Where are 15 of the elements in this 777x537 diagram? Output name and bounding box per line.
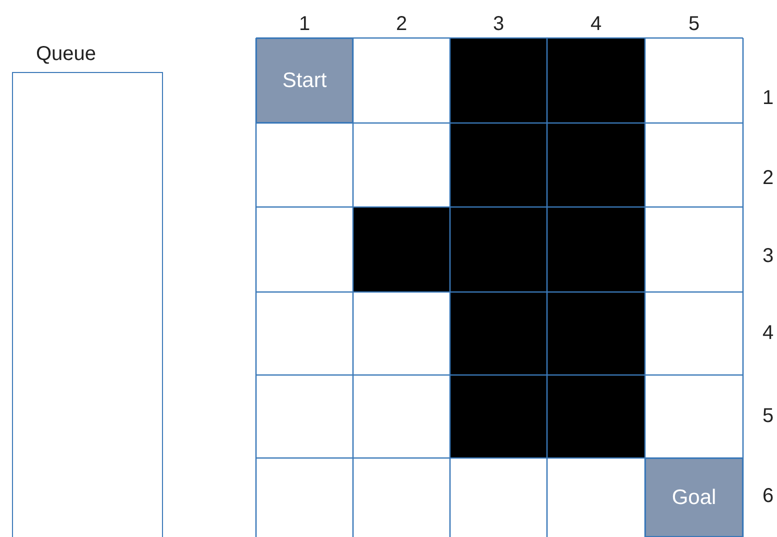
row-number: 2	[762, 168, 774, 188]
goal-cell: Goal	[645, 458, 743, 537]
row-number: 4	[762, 323, 774, 343]
column-number: 1	[298, 14, 310, 34]
column-number: 2	[396, 14, 408, 34]
queue-heading: Queue	[36, 44, 96, 64]
column-number: 4	[590, 14, 602, 34]
queue-box	[12, 72, 163, 537]
column-number: 5	[688, 14, 700, 34]
row-number: 1	[762, 88, 774, 108]
row-number: 6	[762, 486, 774, 506]
start-cell: Start	[256, 38, 353, 123]
row-number: 5	[762, 406, 774, 426]
column-number: 3	[492, 14, 504, 34]
row-number: 3	[762, 246, 774, 266]
